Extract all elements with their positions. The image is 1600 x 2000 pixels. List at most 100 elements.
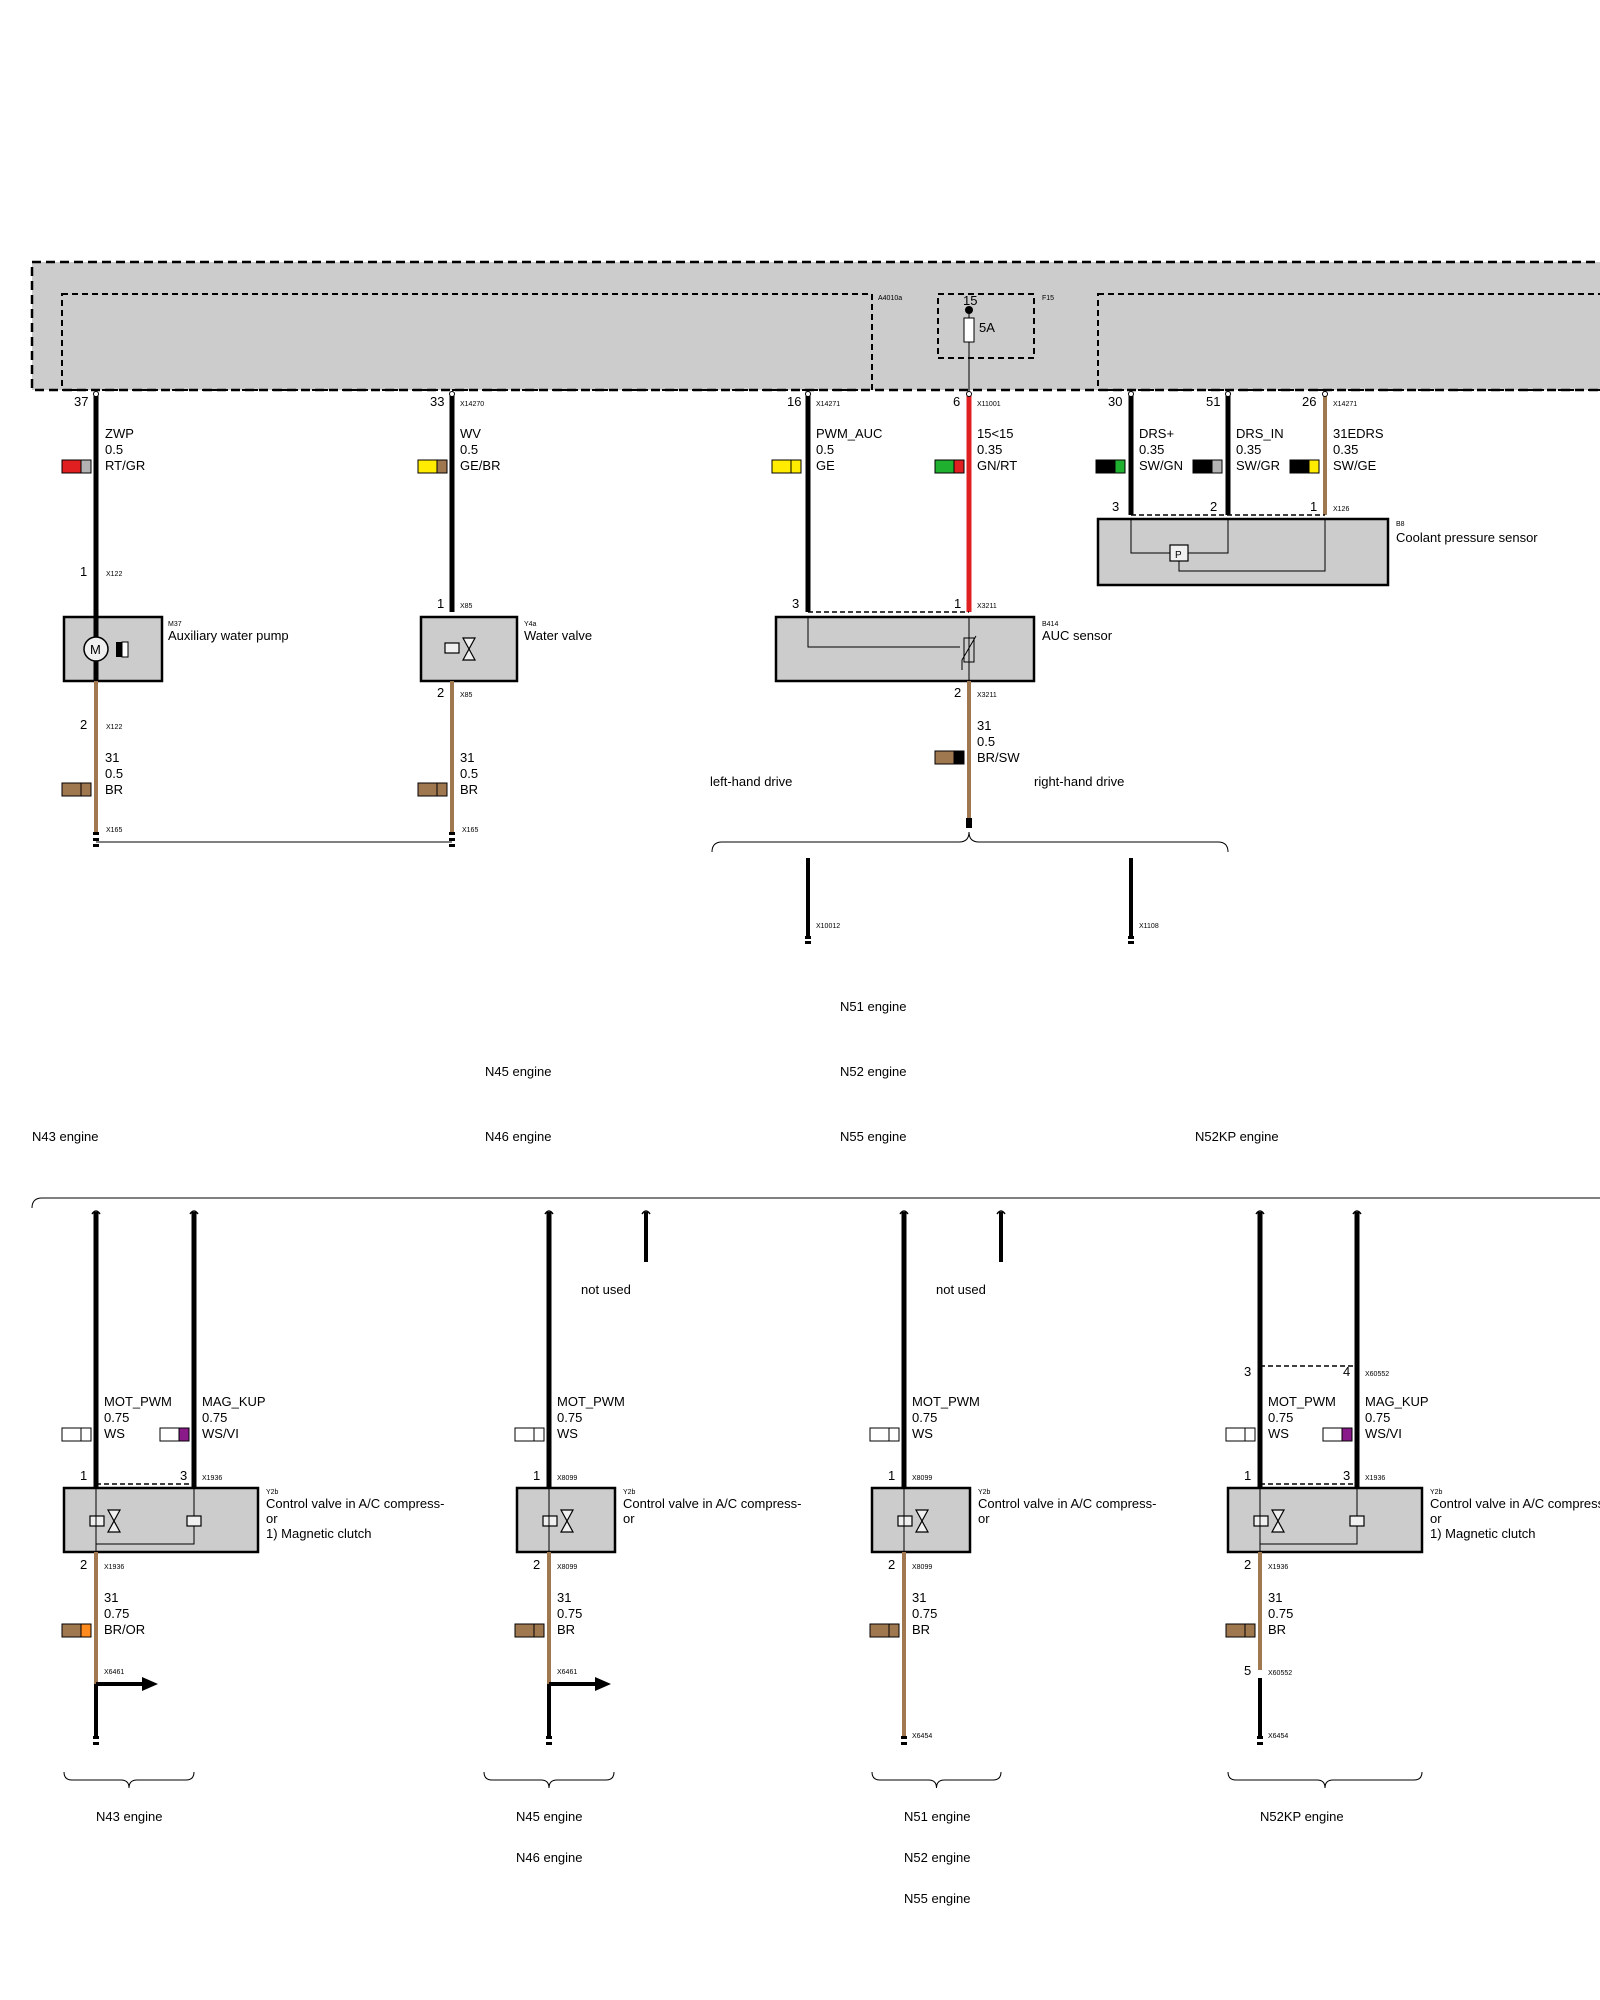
top-wires bbox=[93, 391, 1328, 612]
wire-color-swatch bbox=[61, 1623, 92, 1638]
component-name: AUC sensor bbox=[1042, 628, 1113, 643]
pin-number: 2 bbox=[80, 1557, 87, 1572]
wire-color: GE bbox=[816, 458, 835, 473]
wire-color: SW/GE bbox=[1333, 458, 1377, 473]
component-id: Y2b bbox=[1430, 1489, 1443, 1496]
ecu-pins: 37 33 X14270 16 X14271 6 X11001 30 51 26… bbox=[74, 394, 1357, 409]
wire-color-swatch bbox=[934, 750, 965, 765]
pin-number: 2 bbox=[533, 1557, 540, 1572]
valve-icon bbox=[897, 1509, 930, 1533]
pin-number: 2 bbox=[888, 1557, 895, 1572]
connector-id: X60552 bbox=[1268, 1670, 1292, 1677]
wire-color-swatch bbox=[514, 1427, 545, 1442]
engine-label: N51 engine bbox=[904, 1809, 971, 1824]
pin-connector: X11001 bbox=[977, 401, 1001, 408]
auc-connector: X3211 bbox=[977, 692, 997, 699]
wire-size: 0.35 bbox=[1236, 442, 1261, 457]
component-id: Y2b bbox=[623, 1489, 636, 1496]
not-used-label: not used bbox=[581, 1282, 631, 1297]
pin-number: 3 bbox=[1244, 1364, 1251, 1379]
right-hand-drive-label: right-hand drive bbox=[1034, 774, 1124, 789]
wire-signal: DRS_IN bbox=[1236, 426, 1284, 441]
connector-id: X8099 bbox=[912, 1475, 932, 1482]
wire-size: 0.75 bbox=[1268, 1410, 1293, 1425]
pin-number: 4 bbox=[1343, 1364, 1350, 1379]
wire-size: 0.75 bbox=[104, 1410, 129, 1425]
ground-size: 0.75 bbox=[912, 1606, 937, 1621]
connector-id: X60552 bbox=[1365, 1371, 1389, 1378]
fuse-label: F15 bbox=[1042, 295, 1054, 302]
ground-signal: 31 bbox=[1268, 1590, 1282, 1605]
wire-size: 0.35 bbox=[1333, 442, 1358, 457]
water-valve: 1 X85 Y4a Water valve 2 X85 bbox=[419, 596, 592, 700]
magnetic-clutch-icon bbox=[186, 1515, 202, 1527]
component-id: B8 bbox=[1396, 521, 1405, 528]
wire-color-swatch bbox=[61, 1427, 92, 1442]
wire-color: WS/VI bbox=[1365, 1426, 1402, 1441]
pin-number: 30 bbox=[1108, 394, 1122, 409]
pin-number: 2 bbox=[1244, 1557, 1251, 1572]
wire-signal: MOT_PWM bbox=[104, 1394, 172, 1409]
component-id: M37 bbox=[168, 621, 182, 628]
wire-color-swatch bbox=[61, 459, 92, 474]
engine-label: N43 engine bbox=[96, 1809, 163, 1824]
svg-text:M: M bbox=[90, 642, 101, 657]
component-name: Auxiliary water pump bbox=[168, 628, 289, 643]
pin-number: 1 bbox=[533, 1468, 540, 1483]
ground-terminal-icon bbox=[1257, 1736, 1263, 1745]
coolant-pressure-sensor: P 3 2 1 X126 B8 Coolant pressure sensor bbox=[1096, 499, 1538, 587]
variant-brace bbox=[1227, 1771, 1423, 1789]
ground-signal: 31 bbox=[912, 1590, 926, 1605]
wire-signal: DRS+ bbox=[1139, 426, 1174, 441]
sensor-pin: 1 bbox=[1310, 499, 1317, 514]
wire-size: 0.75 bbox=[912, 1410, 937, 1425]
ground-size: 0.75 bbox=[1268, 1606, 1293, 1621]
control-unit-sub-label: A4010a bbox=[878, 295, 902, 302]
connector-id: X8099 bbox=[557, 1564, 577, 1571]
pump-connector: X122 bbox=[106, 724, 122, 731]
drive-connector: X1108 bbox=[1139, 923, 1159, 930]
ground-color: BR bbox=[912, 1622, 930, 1637]
connector-id: X6454 bbox=[1268, 1733, 1288, 1740]
auc-pin: 3 bbox=[792, 596, 799, 611]
connector-id: X1936 bbox=[1268, 1564, 1288, 1571]
wire-signal: 31EDRS bbox=[1333, 426, 1384, 441]
pin-number: 26 bbox=[1302, 394, 1316, 409]
wire-size: 0.75 bbox=[1365, 1410, 1390, 1425]
ground-size: 0.5 bbox=[977, 734, 995, 749]
wire-color: SW/GN bbox=[1139, 458, 1183, 473]
magnetic-clutch-icon bbox=[1349, 1515, 1365, 1527]
engine-label: N45 engine bbox=[516, 1809, 583, 1824]
auc-sensor: 3 1 X3211 B414 AUC sensor 2 X3211 bbox=[774, 596, 1113, 700]
valve-icon bbox=[1253, 1509, 1286, 1533]
ground-color: BR bbox=[105, 782, 123, 797]
valve-icon bbox=[444, 637, 477, 661]
ground-size: 0.75 bbox=[557, 1606, 582, 1621]
component-id: Y2b bbox=[978, 1489, 991, 1496]
engine-label: N52KP engine bbox=[1260, 1809, 1344, 1824]
connector-id: X6461 bbox=[557, 1669, 577, 1676]
ground-color: BR/OR bbox=[104, 1622, 145, 1637]
engine-variant-labels: N51 engine N45 engine N52 engine N43 eng… bbox=[31, 999, 1600, 1209]
pin-number: 1 bbox=[80, 1468, 87, 1483]
pin-number: 51 bbox=[1206, 394, 1220, 409]
engine-label: N52 engine bbox=[904, 1850, 971, 1865]
wire-size: 0.35 bbox=[1139, 442, 1164, 457]
variant-brace bbox=[63, 1771, 195, 1789]
drive-connector: X10012 bbox=[816, 923, 840, 930]
wire-signal: PWM_AUC bbox=[816, 426, 882, 441]
wire-color: WS bbox=[1268, 1426, 1289, 1441]
connector-id: X1936 bbox=[104, 1564, 124, 1571]
ground-size: 0.5 bbox=[460, 766, 478, 781]
wire-color: WS bbox=[912, 1426, 933, 1441]
connector-id: X6461 bbox=[104, 1669, 124, 1676]
pin-number: 3 bbox=[1343, 1468, 1350, 1483]
sensor-pin: 2 bbox=[1210, 499, 1217, 514]
wire-signal: MAG_KUP bbox=[1365, 1394, 1429, 1409]
wire-color-swatch bbox=[869, 1427, 900, 1442]
engine-label: N45 engine bbox=[485, 1064, 552, 1079]
